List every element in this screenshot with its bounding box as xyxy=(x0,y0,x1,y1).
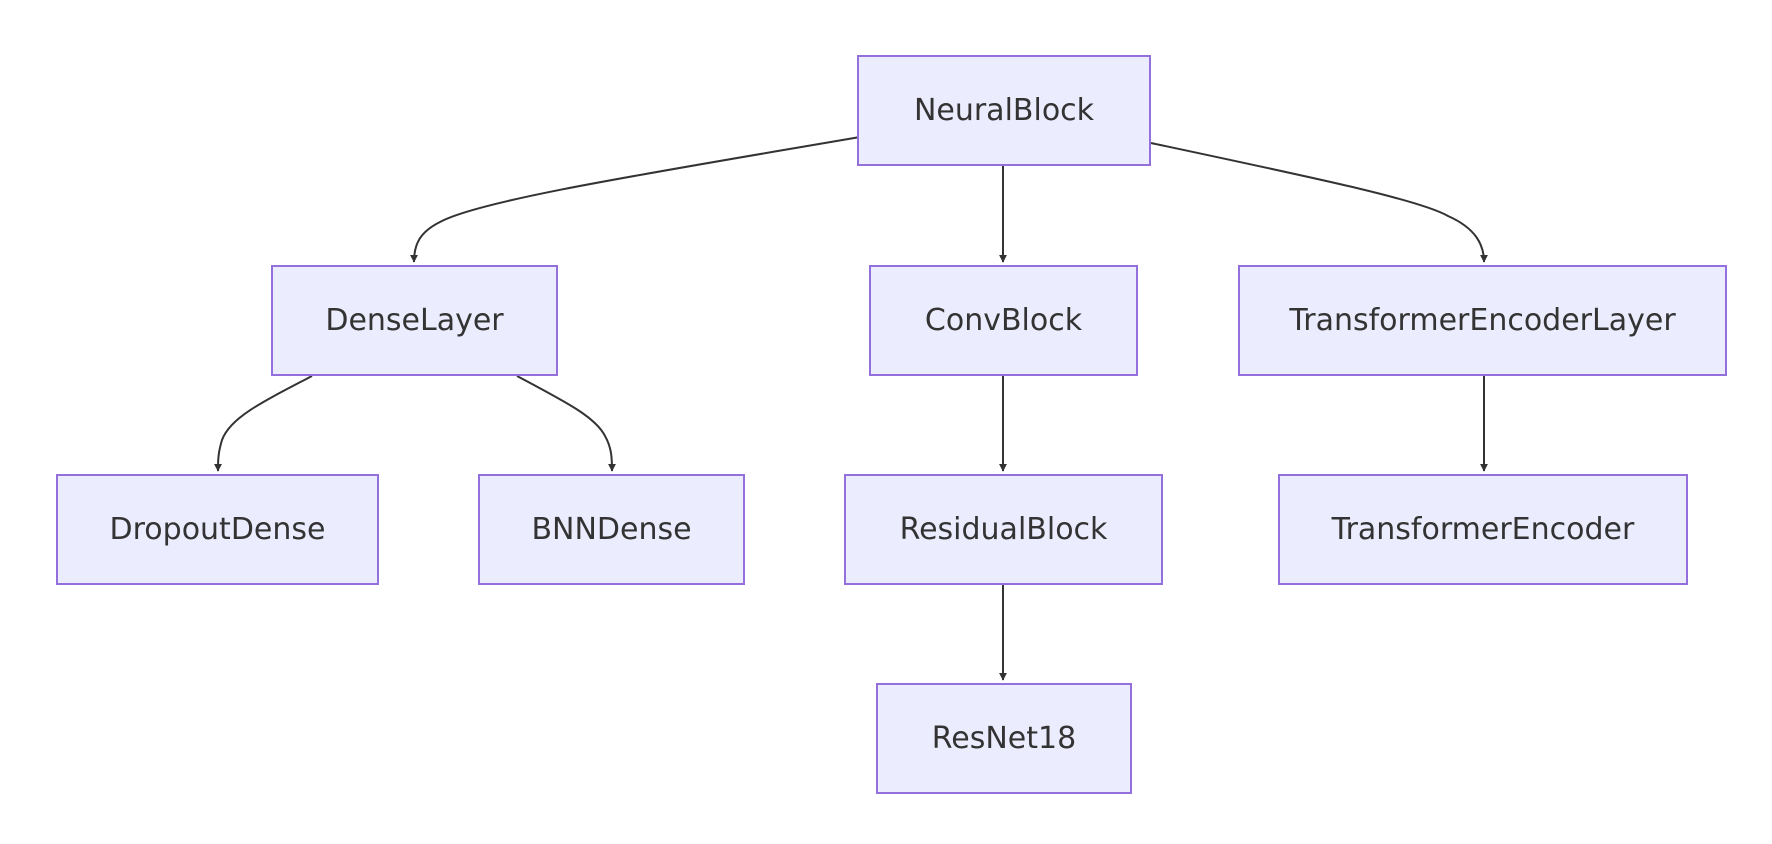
node-neuralblock: NeuralBlock xyxy=(857,55,1151,166)
node-label: NeuralBlock xyxy=(913,93,1095,128)
node-label: ResNet18 xyxy=(931,721,1077,756)
node-label: ResidualBlock xyxy=(899,512,1108,547)
node-label: TransformerEncoder xyxy=(1331,512,1635,547)
edge-denselayer-dropoutdense xyxy=(214,375,313,472)
node-label: DenseLayer xyxy=(325,303,504,338)
node-dropoutdense: DropoutDense xyxy=(56,474,379,585)
node-transformerencoder: TransformerEncoder xyxy=(1278,474,1688,585)
node-resnet18: ResNet18 xyxy=(876,683,1132,794)
node-convblock: ConvBlock xyxy=(869,265,1138,376)
node-label: DropoutDense xyxy=(109,512,326,547)
edge-denselayer-bnndense xyxy=(516,375,616,472)
node-denselayer: DenseLayer xyxy=(271,265,558,376)
node-residualblock: ResidualBlock xyxy=(844,474,1163,585)
edge-neuralblock-denselayer xyxy=(410,136,861,263)
node-label: ConvBlock xyxy=(924,303,1083,338)
node-label: BNNDense xyxy=(531,512,692,547)
node-label: TransformerEncoderLayer xyxy=(1289,303,1676,338)
node-bnndense: BNNDense xyxy=(478,474,745,585)
edge-neuralblock-transformerencoderlayer xyxy=(1150,142,1488,263)
node-transformerencoderlayer: TransformerEncoderLayer xyxy=(1238,265,1727,376)
